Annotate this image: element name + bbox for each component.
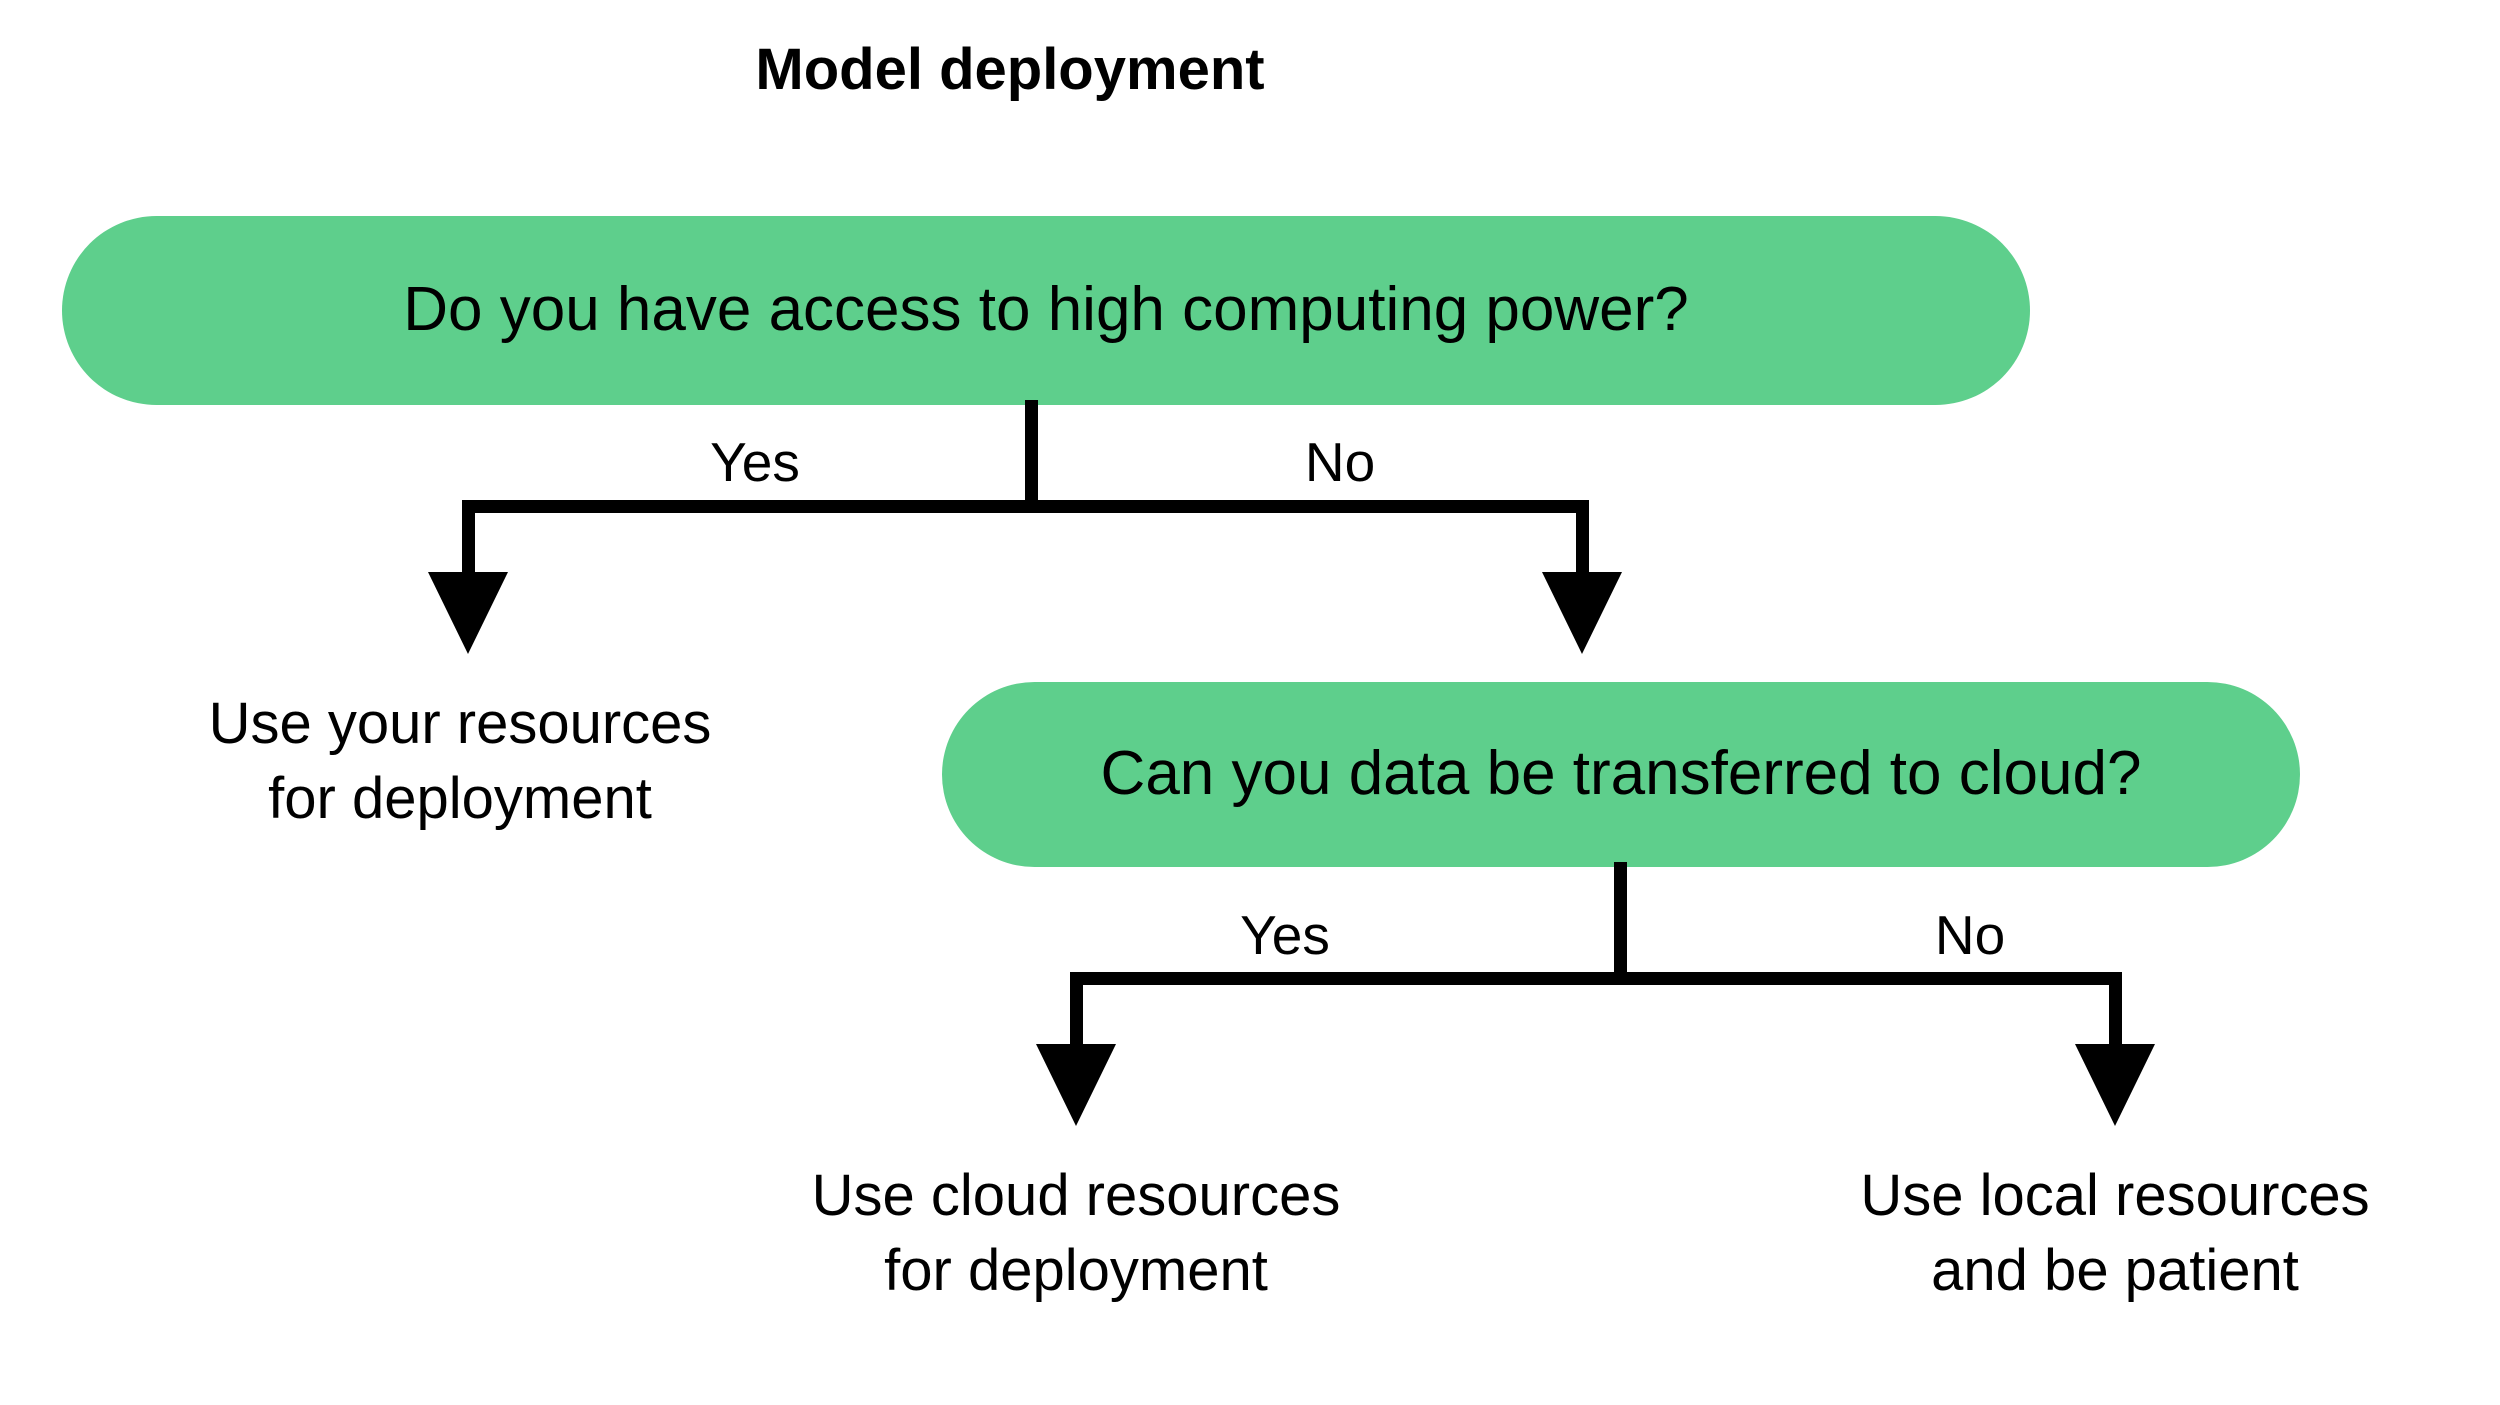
outcome-use-cloud-resources-line-1: Use cloud resources [811, 1163, 1341, 1228]
page-title: Model deployment [755, 37, 1265, 102]
decision-node-data-transfer[interactable]: Can you data be transferred to cloud? [942, 682, 2300, 867]
outcome-use-your-resources-line-2: for deployment [268, 766, 652, 832]
connector-split-bar-2 [1070, 972, 2122, 985]
decision-node-computing-power-label: Do you have access to high computing pow… [403, 275, 1689, 345]
connector-arm-1-yes [462, 500, 475, 578]
decision-node-data-transfer-label: Can you data be transferred to cloud? [1100, 739, 2142, 809]
outcome-use-local-resources: Use local resources and be patient [1765, 1158, 2465, 1309]
outcome-use-your-resources-line-1: Use your resources [208, 691, 712, 756]
arrowhead-2-no-icon [2075, 1044, 2155, 1126]
outcome-use-cloud-resources-line-2: for deployment [884, 1238, 1268, 1304]
arrowhead-1-no-icon [1542, 572, 1622, 654]
connector-trunk-1 [1025, 400, 1038, 508]
branch-label-2-no: No [1934, 904, 2006, 966]
arrowhead-2-yes-icon [1036, 1044, 1116, 1126]
connector-arm-2-no [2109, 972, 2122, 1050]
arrowhead-1-yes-icon [428, 572, 508, 654]
outcome-use-local-resources-line-2: and be patient [1931, 1238, 2299, 1304]
decision-node-computing-power[interactable]: Do you have access to high computing pow… [62, 216, 2030, 405]
connector-trunk-2 [1614, 862, 1627, 980]
outcome-use-your-resources: Use your resources for deployment [110, 686, 810, 837]
branch-label-1-no: No [1304, 431, 1376, 493]
connector-split-bar-1 [462, 500, 1589, 513]
connector-arm-1-no [1576, 500, 1589, 578]
outcome-use-local-resources-line-1: Use local resources [1860, 1163, 2370, 1228]
connector-arm-2-yes [1070, 972, 1083, 1050]
outcome-use-cloud-resources: Use cloud resources for deployment [726, 1158, 1426, 1309]
branch-label-1-yes: Yes [710, 431, 800, 493]
branch-label-2-yes: Yes [1240, 904, 1330, 966]
